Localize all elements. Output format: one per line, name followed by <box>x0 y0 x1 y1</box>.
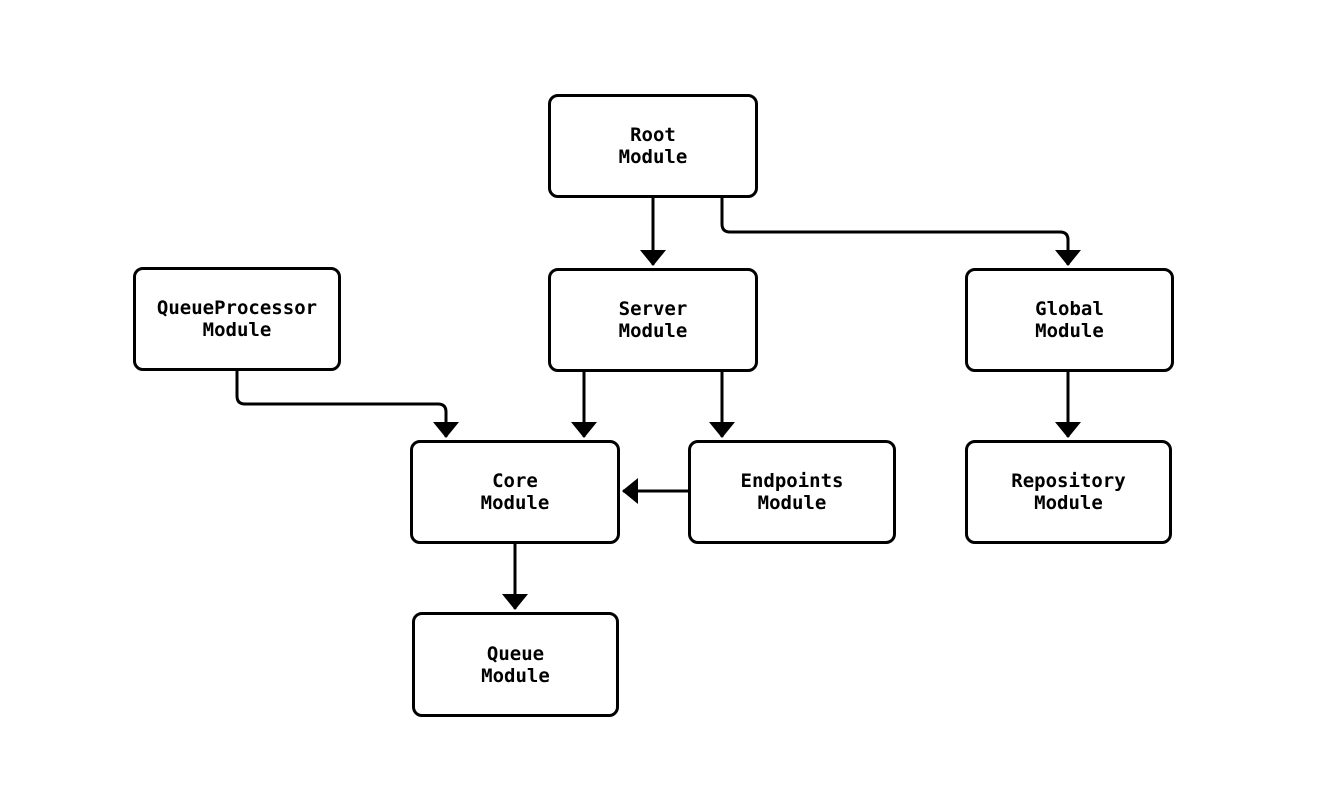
node-repository-module-label-line2: Module <box>1034 492 1103 514</box>
node-root-module-label-line1: Root <box>630 124 676 146</box>
node-queue-module-label-line2: Module <box>481 664 550 687</box>
node-root-module-label-line2: Module <box>618 146 688 168</box>
edge-queueprocessor-to-core <box>235 369 459 438</box>
edge-root-to-global <box>720 197 1081 266</box>
node-global-module-label-line1: Global <box>1035 298 1104 320</box>
node-server-module: Server Module <box>548 268 758 372</box>
node-queue-module: Queue Module <box>412 612 619 717</box>
node-core-module: Core Module <box>410 440 620 544</box>
node-server-module-label-line2: Module <box>618 320 688 342</box>
node-global-module-label-line2: Module <box>1035 320 1104 342</box>
node-core-module-label-line2: Module <box>480 492 550 514</box>
node-queue-module-label-line1: Queue <box>486 642 545 665</box>
node-queueprocessor-module-label-line1: QueueProcessor <box>156 297 318 319</box>
node-server-module-label-line1: Server <box>618 298 688 320</box>
node-core-module-label-line1: Core <box>492 470 538 492</box>
node-repository-module-label-line1: Repository <box>1011 470 1126 492</box>
node-queueprocessor-module-label-line2: Module <box>202 319 272 341</box>
node-root-module: Root Module <box>548 94 758 198</box>
node-endpoints-module: Endpoints Module <box>688 440 896 544</box>
node-global-module: Global Module <box>965 268 1174 372</box>
node-endpoints-module-label-line2: Module <box>757 492 827 514</box>
node-repository-module: Repository Module <box>965 440 1172 544</box>
node-endpoints-module-label-line1: Endpoints <box>740 470 844 492</box>
node-queueprocessor-module: QueueProcessor Module <box>133 267 341 371</box>
